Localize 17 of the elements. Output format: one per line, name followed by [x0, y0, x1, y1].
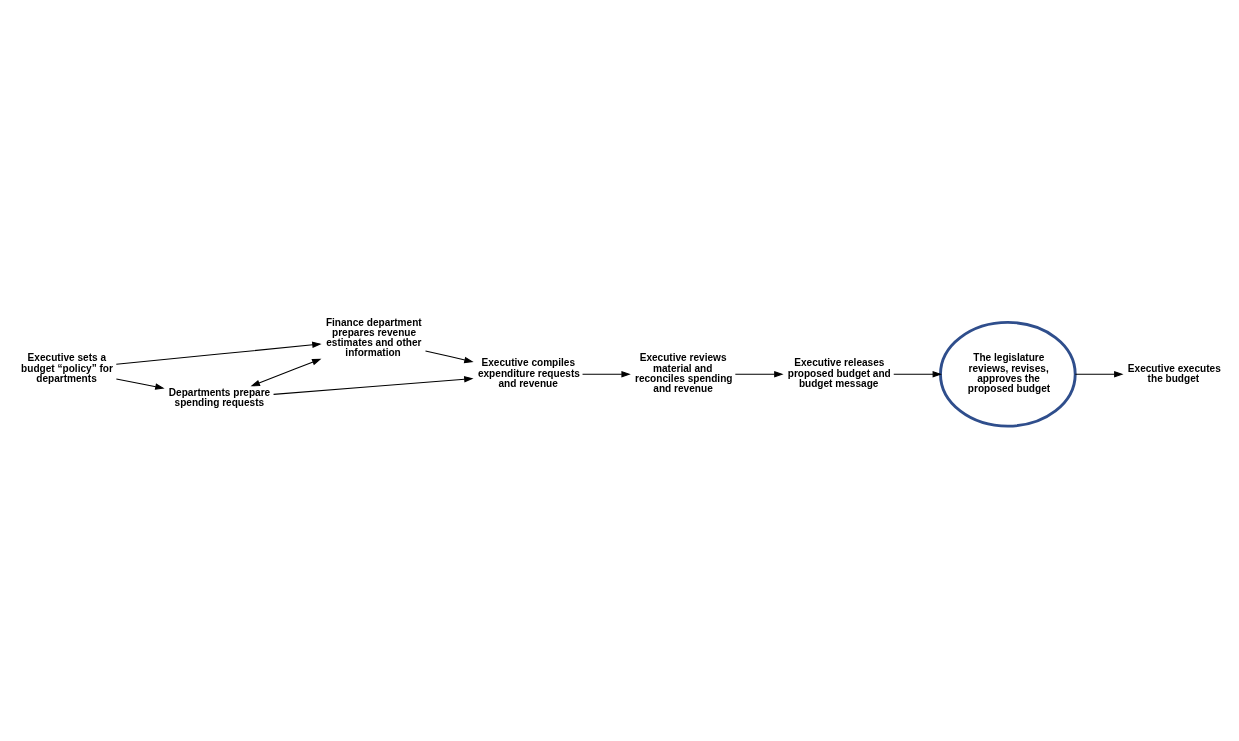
arrow — [115, 341, 322, 365]
arrow — [273, 375, 474, 395]
node-text: Executive executes the budget — [1127, 362, 1221, 384]
arrow — [1074, 370, 1124, 378]
node-text: Executive compiles expenditure requests and revenue — [477, 356, 580, 389]
arrow — [424, 349, 474, 363]
node-text: Finance department prepares revenue estimates and other information — [325, 316, 422, 358]
node-text: Executive releases proposed budget and budget message — [787, 356, 891, 389]
arrow — [115, 377, 165, 390]
node-text: Executive reviews material and reconciles spending and revenue — [634, 351, 733, 394]
arrow — [582, 370, 631, 378]
arrow — [893, 370, 942, 378]
arrow — [734, 370, 784, 378]
node-ellipse: The legislature reviews, revises, approves the proposed budget — [939, 320, 1077, 428]
node-text: Departments prepare spending requests — [168, 386, 271, 408]
node-text: Executive sets a budget “policy” for departments — [21, 351, 113, 384]
arrow — [250, 358, 322, 386]
